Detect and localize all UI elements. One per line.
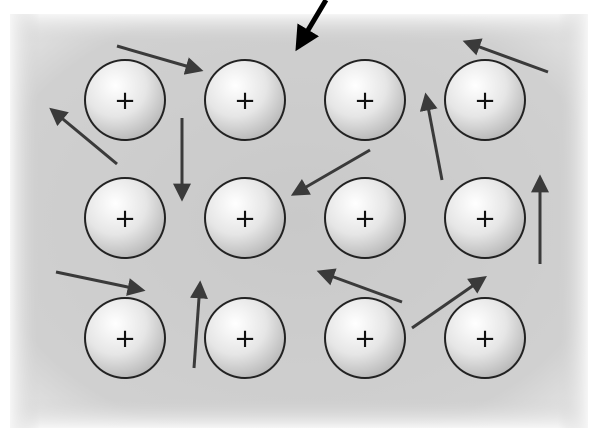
electron-arrow bbox=[411, 275, 487, 330]
ion-circle bbox=[444, 59, 526, 141]
ion-circle bbox=[204, 177, 286, 259]
incoming-arrow bbox=[295, 0, 329, 52]
electron-arrow bbox=[462, 38, 549, 74]
ion-circle bbox=[444, 297, 526, 379]
plus-sign: + bbox=[114, 86, 136, 116]
positive-ion: + bbox=[204, 59, 286, 141]
ion-circle bbox=[324, 297, 406, 379]
electron-arrow bbox=[49, 107, 118, 166]
positive-ion: + bbox=[204, 177, 286, 259]
electron-arrow bbox=[116, 44, 204, 75]
plus-sign: + bbox=[114, 204, 136, 234]
ion-lattice: + + + + + + + + + + + + bbox=[84, 59, 526, 379]
ion-circle bbox=[204, 297, 286, 379]
positive-ion: + bbox=[444, 177, 526, 259]
ion-circle bbox=[204, 59, 286, 141]
electron-arrow bbox=[189, 280, 208, 369]
electron-arrow bbox=[316, 268, 403, 304]
ion-circle bbox=[84, 59, 166, 141]
plus-sign: + bbox=[354, 324, 376, 354]
positive-ion: + bbox=[84, 59, 166, 141]
positive-ion: + bbox=[444, 297, 526, 379]
electron-arrows bbox=[49, 38, 549, 369]
plus-sign: + bbox=[354, 204, 376, 234]
plus-sign: + bbox=[234, 86, 256, 116]
plus-sign: + bbox=[474, 204, 496, 234]
electron-arrow bbox=[290, 148, 371, 196]
ion-circle bbox=[324, 59, 406, 141]
positive-ion: + bbox=[84, 177, 166, 259]
electron-arrow bbox=[55, 270, 146, 296]
positive-ion: + bbox=[204, 297, 286, 379]
positive-ion: + bbox=[84, 297, 166, 379]
plus-sign: + bbox=[234, 204, 256, 234]
positive-ion: + bbox=[324, 177, 406, 259]
ion-circle bbox=[84, 177, 166, 259]
ion-circle bbox=[324, 177, 406, 259]
plus-sign: + bbox=[234, 324, 256, 354]
positive-ion: + bbox=[324, 297, 406, 379]
plus-sign: + bbox=[474, 324, 496, 354]
plus-sign: + bbox=[114, 324, 136, 354]
ion-circle bbox=[84, 297, 166, 379]
positive-ion: + bbox=[324, 59, 406, 141]
ion-circle bbox=[444, 177, 526, 259]
plus-sign: + bbox=[474, 86, 496, 116]
electron-arrow bbox=[419, 92, 444, 181]
positive-ion: + bbox=[444, 59, 526, 141]
plus-sign: + bbox=[354, 86, 376, 116]
